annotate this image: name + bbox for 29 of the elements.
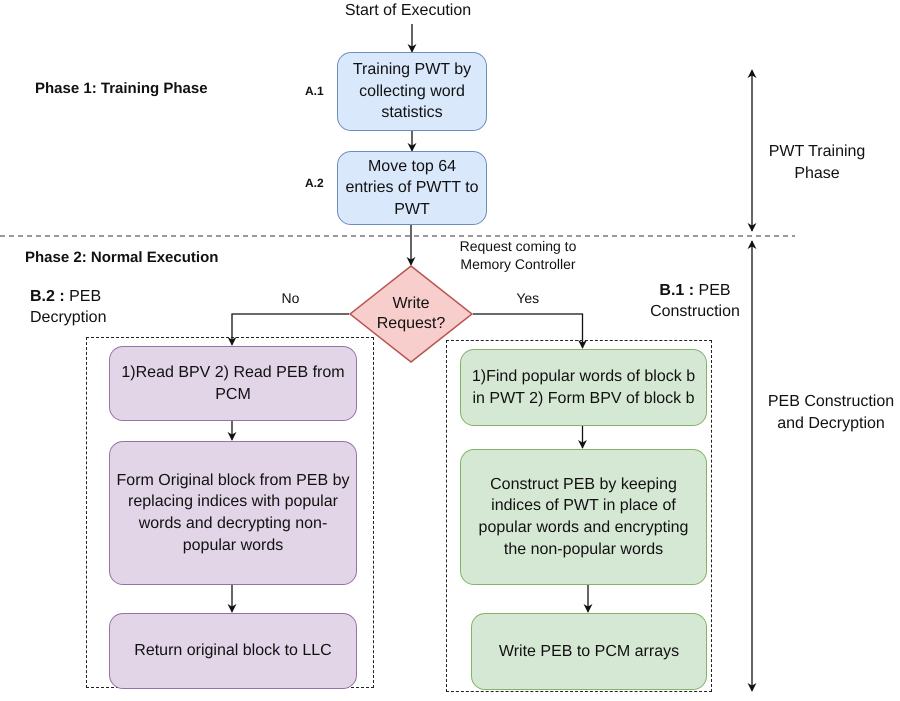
arrow	[473, 313, 587, 349]
arrow	[408, 24, 416, 53]
process-box: Return original block to LLC	[109, 613, 357, 689]
dashed-group-frame	[86, 337, 374, 688]
group-heading: B.1 : PEB Construction	[649, 281, 741, 322]
arrow	[578, 425, 587, 449]
process-box: 1)Read BPV 2) Read PEB from PCM	[109, 346, 357, 421]
step-label: A.2	[305, 176, 324, 190]
arrow	[228, 313, 349, 346]
process-box: Construct PEB by keeping indices of PWT in place of popular words and encrypting the non-popular words	[460, 449, 707, 585]
process-box: Write PEB to PCM arrays	[471, 613, 707, 690]
bracket-label: PEB Construction and Decryption	[766, 392, 896, 434]
decision-text: Write Request?	[376, 294, 446, 334]
start-text: Start of Execution	[320, 2, 496, 24]
arrow	[406, 225, 416, 266]
phase-title: Phase 2: Normal Execution	[25, 248, 218, 268]
dashed-group-frame	[446, 340, 712, 692]
phase-title: Phase 1: Training Phase	[35, 79, 208, 99]
process-box: Move top 64 entries of PWTT to PWT	[337, 151, 487, 225]
arrow	[228, 420, 236, 441]
process-box: 1)Find popular words of block b in PWT 2) Form BPV of block b	[460, 349, 707, 426]
process-box: Form Original block from PEB by replacing indices with popular words and decrypting non-popular words	[109, 441, 357, 585]
group-heading: B.2 : PEB Decryption	[30, 287, 108, 328]
arrow	[584, 584, 592, 613]
process-box: Training PWT by collecting word statistics	[337, 52, 487, 131]
bracket-label: PWT Training Phase	[768, 142, 866, 184]
arrow	[408, 131, 416, 152]
step-label: A.1	[305, 84, 324, 98]
arrow	[228, 584, 236, 613]
